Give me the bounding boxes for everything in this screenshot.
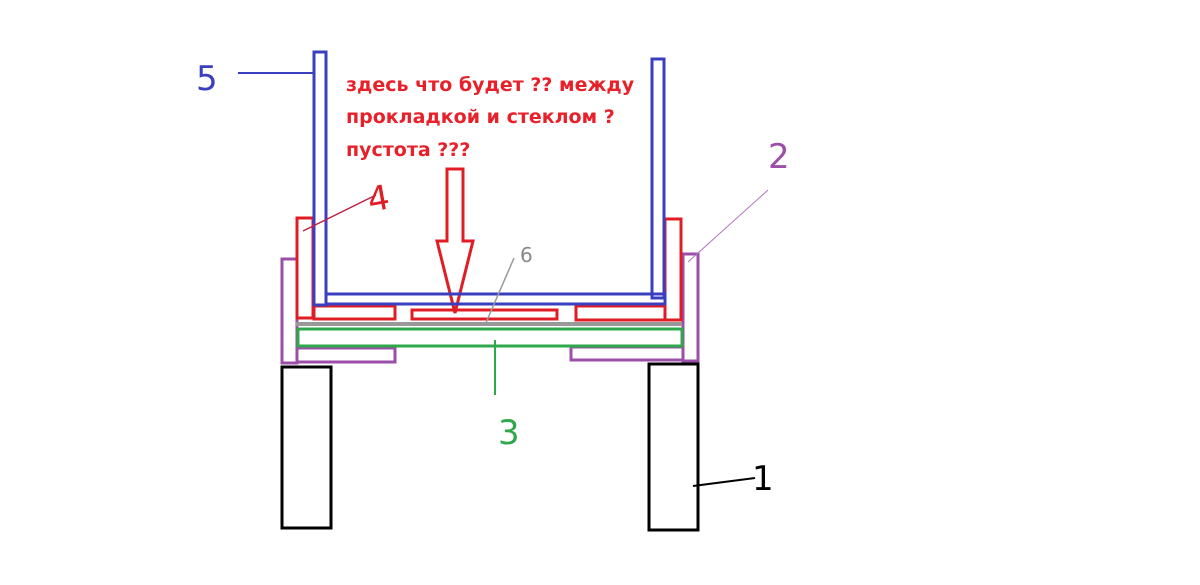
arrow-down-icon [435, 167, 475, 314]
purple-frame [280, 252, 700, 365]
gray-gasket [296, 322, 682, 326]
label-4: 4 [365, 178, 393, 221]
leader-2 [687, 189, 769, 263]
leader-6 [484, 257, 515, 326]
label-1: 1 [752, 459, 774, 499]
label-6: 6 [520, 243, 533, 267]
green-glass [296, 327, 684, 348]
leader-1 [692, 477, 756, 487]
left-leg [280, 365, 333, 530]
red-profile [295, 216, 683, 322]
right-leg [647, 362, 700, 532]
label-2: 2 [768, 137, 790, 177]
leader-4 [302, 194, 377, 232]
blue-container [312, 50, 667, 307]
annotation-line-1: здесь что будет ?? между [346, 74, 635, 96]
label-5: 5 [196, 59, 218, 99]
annotation-line-3: пустота ??? [346, 139, 470, 161]
label-3: 3 [498, 413, 520, 453]
annotation-line-2: прокладкой и стеклом ? [346, 106, 615, 128]
